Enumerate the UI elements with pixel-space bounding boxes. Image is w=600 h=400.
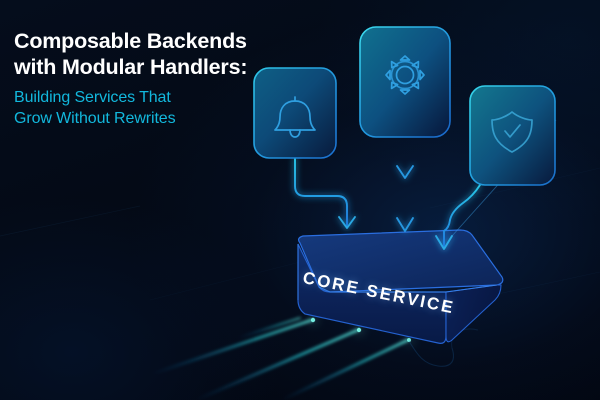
- light-rays: [150, 317, 410, 400]
- box-top-face: [297, 229, 504, 293]
- ambient-streaks: [0, 167, 600, 301]
- connector-notifications: [294, 157, 356, 229]
- light-ray-4: [237, 317, 301, 339]
- ray-hotspots: [310, 317, 411, 342]
- box-top-edge-highlight: [318, 284, 498, 293]
- card-notifications-surface: [253, 67, 337, 159]
- light-ray-1: [150, 318, 314, 376]
- box-front-face: [297, 243, 447, 344]
- card-settings-surface: [359, 26, 451, 138]
- light-ray-3: [280, 338, 410, 400]
- card-notifications[interactable]: [253, 67, 337, 159]
- card-security-surface: [469, 85, 556, 186]
- gear-icon: [385, 55, 425, 95]
- card-security[interactable]: [469, 85, 556, 186]
- arrowhead-gear-2: [396, 217, 414, 232]
- core-service-box[interactable]: [297, 229, 504, 344]
- card-settings[interactable]: [359, 26, 451, 138]
- bell-icon: [274, 96, 316, 138]
- connector-path-shield: [443, 184, 481, 249]
- arrowhead-gear-1: [396, 165, 414, 179]
- connector-settings: [396, 136, 414, 241]
- arrowhead-shield: [435, 235, 453, 250]
- shield-check-icon: [491, 111, 533, 153]
- light-ray-2: [194, 328, 360, 400]
- box-side-face: [445, 284, 502, 343]
- arrowhead-bell: [338, 216, 356, 229]
- connector-security: [435, 184, 481, 250]
- connector-path-bell: [294, 157, 348, 228]
